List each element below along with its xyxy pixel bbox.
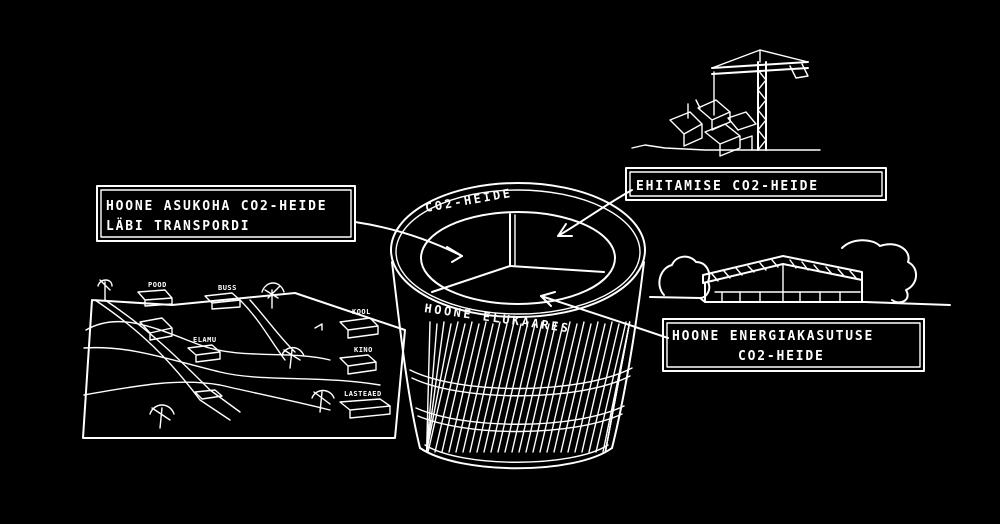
hatch-stroke bbox=[469, 321, 501, 453]
location-emission-box: HOONE ASUKOHA CO2-HEIDE LÄBI TRANSPORDI bbox=[96, 185, 356, 242]
cup-top-label: CO2-HEIDE bbox=[424, 186, 514, 215]
hatch-stroke bbox=[511, 321, 543, 453]
cup-hatching bbox=[425, 321, 631, 453]
hatch-stroke bbox=[518, 323, 550, 453]
construction-label: EHITAMISE CO2-HEIDE bbox=[636, 179, 819, 194]
hatch-stroke bbox=[595, 321, 627, 453]
hatch-stroke bbox=[532, 323, 564, 453]
hatch-stroke bbox=[504, 323, 536, 453]
hatch-stroke bbox=[455, 321, 487, 453]
hatch-stroke bbox=[425, 323, 452, 453]
location-label-line2: LÄBI TRANSPORDI bbox=[106, 218, 250, 234]
hatch-stroke bbox=[588, 323, 620, 453]
hatch-stroke bbox=[497, 321, 529, 453]
hatch-stroke bbox=[483, 321, 515, 453]
map-label-kino: KINO bbox=[354, 346, 373, 354]
hatch-stroke bbox=[539, 321, 571, 453]
hatch-stroke bbox=[546, 323, 578, 453]
hatch-stroke bbox=[425, 323, 438, 453]
energy-label-line1: HOONE ENERGIAKASUTUSE bbox=[672, 329, 874, 344]
map-label-lasteaed: LASTEAED bbox=[344, 390, 382, 398]
hatch-stroke bbox=[434, 323, 466, 453]
hatch-stroke bbox=[476, 323, 508, 453]
hatch-stroke bbox=[553, 321, 585, 453]
building-sketch bbox=[649, 239, 951, 306]
hatch-stroke bbox=[490, 323, 522, 453]
location-label-line1: HOONE ASUKOHA CO2-HEIDE bbox=[106, 199, 327, 214]
co2-cup: CO2-HEIDE HOONE ELUKAARES bbox=[390, 182, 646, 470]
map-label-pood: POOD bbox=[148, 281, 167, 289]
construction-arrow bbox=[557, 189, 633, 237]
energy-label-line2: CO2-HEIDE bbox=[738, 349, 825, 364]
hatch-stroke bbox=[525, 321, 557, 453]
neighbourhood-map: POOD BUSS KOOL ELAMU KINO LASTEAED bbox=[82, 279, 406, 439]
location-arrow bbox=[354, 221, 463, 263]
hatch-stroke bbox=[604, 323, 631, 453]
hatch-stroke bbox=[574, 323, 606, 453]
hatch-stroke bbox=[425, 321, 445, 453]
map-label-elamu: ELAMU bbox=[193, 336, 217, 344]
hatch-stroke bbox=[448, 323, 480, 453]
energy-arrow bbox=[540, 291, 669, 339]
hatch-stroke bbox=[567, 321, 599, 453]
map-label-buss: BUSS bbox=[218, 284, 237, 292]
hatch-stroke bbox=[462, 323, 494, 453]
construction-emission-box: EHITAMISE CO2-HEIDE bbox=[625, 167, 887, 201]
hatch-stroke bbox=[560, 323, 592, 453]
map-label-kool: KOOL bbox=[352, 308, 371, 316]
hatch-stroke bbox=[441, 321, 473, 453]
hatch-stroke bbox=[425, 321, 431, 453]
construction-sketch bbox=[631, 49, 821, 157]
energy-emission-box: HOONE ENERGIAKASUTUSE CO2-HEIDE bbox=[662, 318, 925, 372]
hatch-stroke bbox=[581, 321, 613, 453]
hatch-stroke bbox=[427, 321, 459, 453]
